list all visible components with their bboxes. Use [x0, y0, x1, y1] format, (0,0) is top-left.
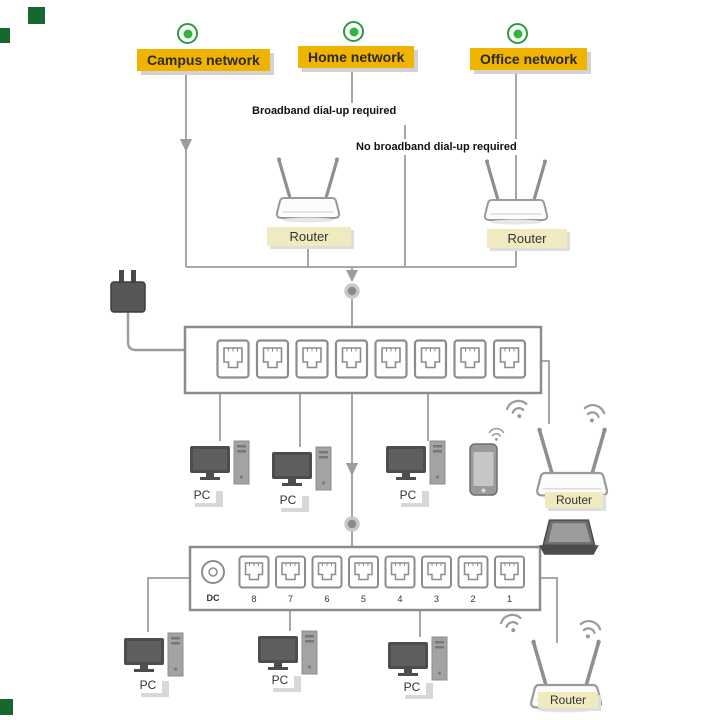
arrow-down-icon: [346, 463, 358, 476]
rj45-port-icon: [384, 555, 416, 589]
junction-dot: [344, 516, 360, 532]
rj45-port-icon: [255, 339, 290, 379]
junction-dot: [344, 283, 360, 299]
pc-icon: [123, 632, 184, 677]
pc-icon: [387, 636, 448, 681]
pc-label: PC: [188, 487, 216, 503]
port-number: 2: [470, 594, 475, 604]
router-label-bottom: Router: [538, 692, 598, 708]
port-number: 7: [288, 594, 293, 604]
adapter-cable: [126, 311, 186, 352]
switch-bottom: DC 8 7 6 5 4 3 2 1: [188, 545, 542, 612]
connection-lines: [126, 70, 558, 643]
router-label-home: Router: [267, 227, 351, 246]
router-mid-icon: [535, 425, 609, 503]
annotation-broadband: Broadband dial-up required: [246, 103, 403, 119]
line-switch1-router-mid: [541, 360, 550, 424]
wifi-icon: [576, 617, 603, 642]
port-number: 6: [324, 594, 329, 604]
smartphone-icon: [469, 443, 498, 496]
pc-label: PC: [274, 492, 302, 508]
line-switch2-pc4: [147, 577, 191, 632]
wifi-icon: [498, 611, 525, 636]
dc-port-icon: [201, 560, 225, 584]
arrow-down-icon: [180, 139, 192, 152]
router-label-mid: Router: [545, 492, 603, 508]
office-network-label: Office network: [470, 48, 588, 70]
rj45-port-icon: [494, 555, 525, 589]
rj45-port-icon: [374, 339, 408, 379]
port-number: 3: [434, 594, 439, 604]
green-dot-icon: [177, 23, 198, 44]
line-switch2-router-bottom: [540, 577, 558, 643]
rj45-port-icon: [348, 555, 379, 589]
router-label-office: Router: [487, 229, 567, 248]
rj45-port-icon: [453, 339, 487, 379]
wifi-icon: [580, 401, 607, 426]
port-number: 5: [361, 594, 366, 604]
home-network-label: Home network: [298, 46, 415, 68]
rj45-port-icon: [275, 555, 306, 589]
arrows: [180, 139, 522, 476]
pc-label: PC: [134, 677, 162, 693]
pc-icon: [271, 446, 332, 491]
decoration-square: [0, 699, 13, 715]
rj45-port-icon: [334, 339, 369, 379]
pc-label: PC: [394, 487, 422, 503]
green-dot-icon: [343, 21, 364, 42]
rj45-port-icon: [311, 555, 343, 589]
annotation-no-broadband: No broadband dial-up required: [350, 139, 523, 155]
decoration-square: [0, 28, 10, 43]
switch-top: [183, 325, 543, 395]
green-dot-icon: [507, 23, 528, 44]
router-home-icon: [275, 155, 341, 225]
rj45-port-icon: [421, 555, 452, 589]
pc-icon: [385, 440, 446, 485]
power-adapter-icon: [110, 270, 146, 313]
laptop-icon: [539, 519, 599, 555]
pc-label: PC: [398, 679, 426, 695]
dc-label: DC: [207, 593, 220, 603]
pc-icon: [257, 630, 318, 675]
rj45-port-icon: [295, 339, 329, 379]
wifi-icon: [504, 397, 531, 422]
campus-network-label: Campus network: [137, 49, 270, 71]
port-number: 4: [397, 594, 402, 604]
rj45-port-icon: [457, 555, 489, 589]
pc-icon: [189, 440, 250, 485]
pc-label: PC: [266, 672, 294, 688]
rj45-port-icon: [216, 339, 250, 379]
decoration-square: [28, 7, 45, 24]
port-number: 8: [251, 594, 256, 604]
rj45-port-icon: [238, 555, 270, 589]
rj45-port-icon: [413, 339, 448, 379]
arrow-down-icon: [346, 270, 358, 282]
rj45-port-icon: [492, 339, 527, 379]
port-number: 1: [507, 594, 512, 604]
wifi-icon: [488, 427, 505, 442]
